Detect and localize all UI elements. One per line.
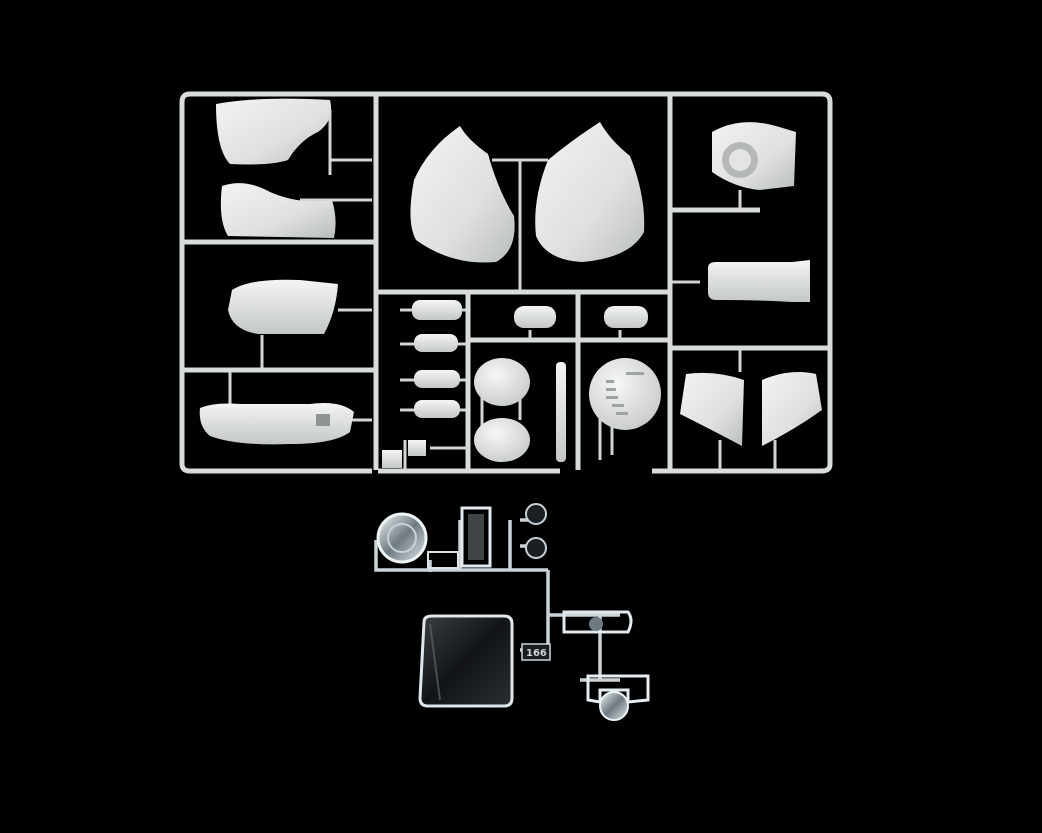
tail-light-housing-part	[586, 674, 650, 704]
headlight-lens-part	[376, 512, 428, 564]
part-number-label: 166	[526, 648, 547, 659]
fork-tube-part	[556, 362, 566, 462]
tank-half-right	[535, 122, 645, 262]
part-number-tag	[521, 643, 551, 661]
engine-side-cover-part	[589, 358, 661, 430]
indicator-lens-upper	[525, 503, 547, 525]
side-panel-left-part	[680, 372, 744, 446]
front-mudguard-part	[199, 403, 354, 445]
fender-upper-part	[216, 98, 332, 165]
clear-plastic-sprue: 166	[374, 503, 650, 721]
windscreen-part	[418, 614, 514, 708]
white-plastic-sprue	[179, 91, 833, 474]
fender-lower-part	[220, 183, 336, 238]
gauge-lens-part	[562, 610, 633, 634]
disc-part-lower	[474, 418, 530, 462]
indicator-lens-lower	[525, 537, 547, 559]
side-cover-part	[228, 279, 338, 334]
tail-light-lens-part	[599, 691, 629, 721]
small-cylinder-parts	[382, 300, 648, 468]
clear-lens-rect-part	[460, 506, 492, 568]
side-panel-right-part	[762, 372, 822, 446]
tank-half-left	[410, 126, 515, 263]
sprue-frame	[179, 91, 833, 474]
disc-part-upper	[474, 358, 530, 406]
mudguard-slot	[316, 414, 330, 426]
small-clear-parts	[427, 551, 459, 569]
exhaust-silencer-part	[708, 260, 810, 302]
